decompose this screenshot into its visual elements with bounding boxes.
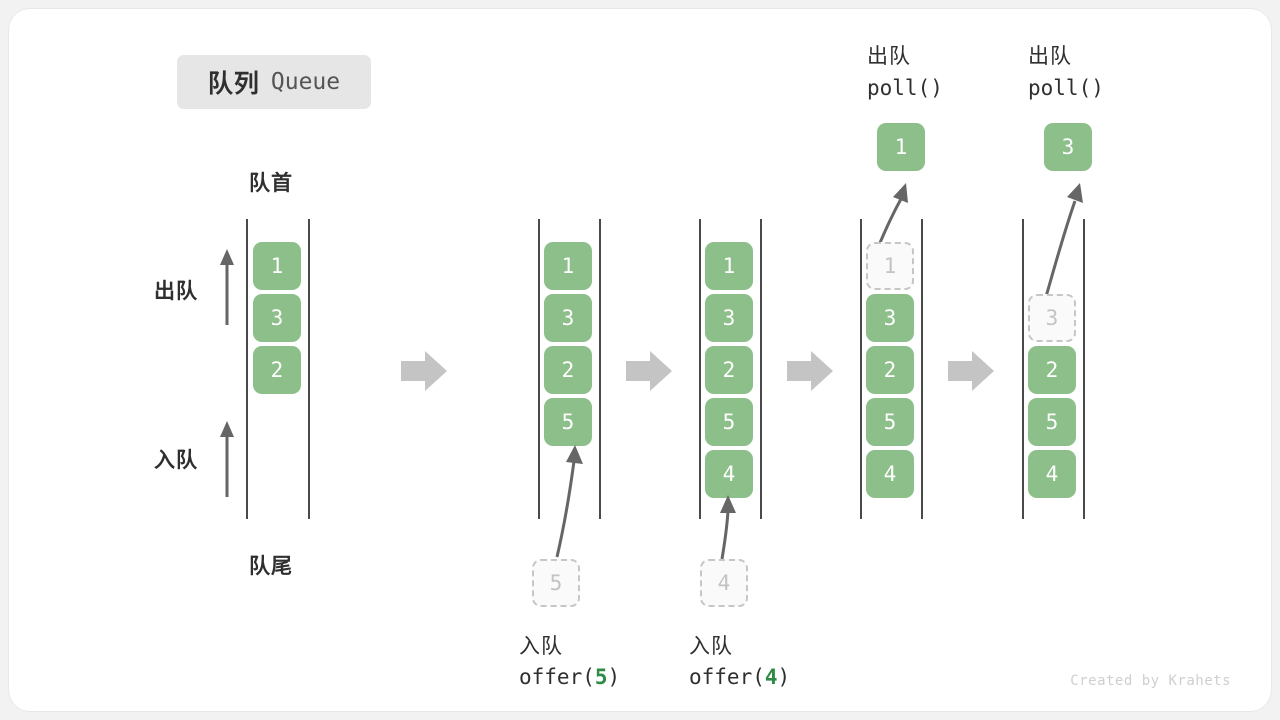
rail-left (538, 219, 540, 519)
caption-operation-cn: 入队 (519, 635, 563, 658)
label-dequeue: 出队 (154, 280, 198, 303)
caption-operation-code: offer(5) (519, 665, 620, 689)
code-prefix: offer( (689, 665, 765, 689)
op-label-cn: 出队 (867, 45, 911, 68)
label-tail: 队尾 (249, 555, 293, 578)
code-prefix: offer( (519, 665, 595, 689)
queue-cell: 2 (1028, 346, 1076, 394)
queue-cell: 5 (866, 398, 914, 446)
rail-left (1022, 219, 1024, 519)
diagram-card: 队列 Queue 队首 队尾 出队 入队 1 3 2 (8, 8, 1272, 712)
rail-right (1083, 219, 1085, 519)
flow-arrow-icon (401, 351, 447, 391)
code-argument: 5 (594, 665, 608, 689)
queue-cell: 2 (866, 346, 914, 394)
queue-cell: 4 (705, 450, 753, 498)
queue-cell: 5 (1028, 398, 1076, 446)
op-label-code: poll() (867, 76, 943, 100)
op-label-code: poll() (1028, 76, 1104, 100)
title-badge: 队列 Queue (177, 55, 371, 109)
queue-cell: 3 (544, 294, 592, 342)
queue-cell-ghost: 1 (866, 242, 914, 290)
queue-cell: 2 (253, 346, 301, 394)
flow-arrow-icon (626, 351, 672, 391)
queue-cell: 1 (705, 242, 753, 290)
code-suffix: ) (607, 665, 621, 689)
incoming-element-ghost: 4 (700, 559, 748, 607)
code-suffix: ) (777, 665, 791, 689)
queue-cell: 3 (705, 294, 753, 342)
queue-cell-ghost: 3 (1028, 294, 1076, 342)
label-head: 队首 (249, 172, 293, 195)
code-argument: 4 (764, 665, 778, 689)
enqueue-motion-arrow-icon (555, 445, 583, 558)
dequeued-element: 3 (1044, 123, 1092, 171)
rail-right (921, 219, 923, 519)
label-enqueue: 入队 (154, 449, 198, 472)
title-english: Queue (270, 69, 341, 95)
rail-right (308, 219, 310, 519)
incoming-element-ghost: 5 (532, 559, 580, 607)
queue-cell: 1 (253, 242, 301, 290)
queue-cell: 1 (544, 242, 592, 290)
title-chinese: 队列 (207, 70, 260, 98)
rail-right (599, 219, 601, 519)
flow-arrow-icon (787, 351, 833, 391)
queue-cell: 4 (1028, 450, 1076, 498)
enqueue-motion-arrow-icon (720, 495, 736, 560)
op-label-cn: 出队 (1028, 45, 1072, 68)
queue-cell: 2 (705, 346, 753, 394)
rail-right (760, 219, 762, 519)
credit-text: Created by Krahets (1070, 673, 1231, 689)
caption-operation-cn: 入队 (689, 635, 733, 658)
dequeued-element: 1 (877, 123, 925, 171)
queue-cell: 3 (253, 294, 301, 342)
flow-arrow-icon (948, 351, 994, 391)
enqueue-direction-arrow-icon (220, 421, 234, 497)
queue-cell: 3 (866, 294, 914, 342)
rail-left (699, 219, 701, 519)
queue-cell: 2 (544, 346, 592, 394)
queue-cell: 5 (705, 398, 753, 446)
rail-left (860, 219, 862, 519)
rail-left (246, 219, 248, 519)
queue-cell: 4 (866, 450, 914, 498)
dequeue-direction-arrow-icon (220, 249, 234, 325)
caption-operation-code: offer(4) (689, 665, 790, 689)
queue-cell: 5 (544, 398, 592, 446)
